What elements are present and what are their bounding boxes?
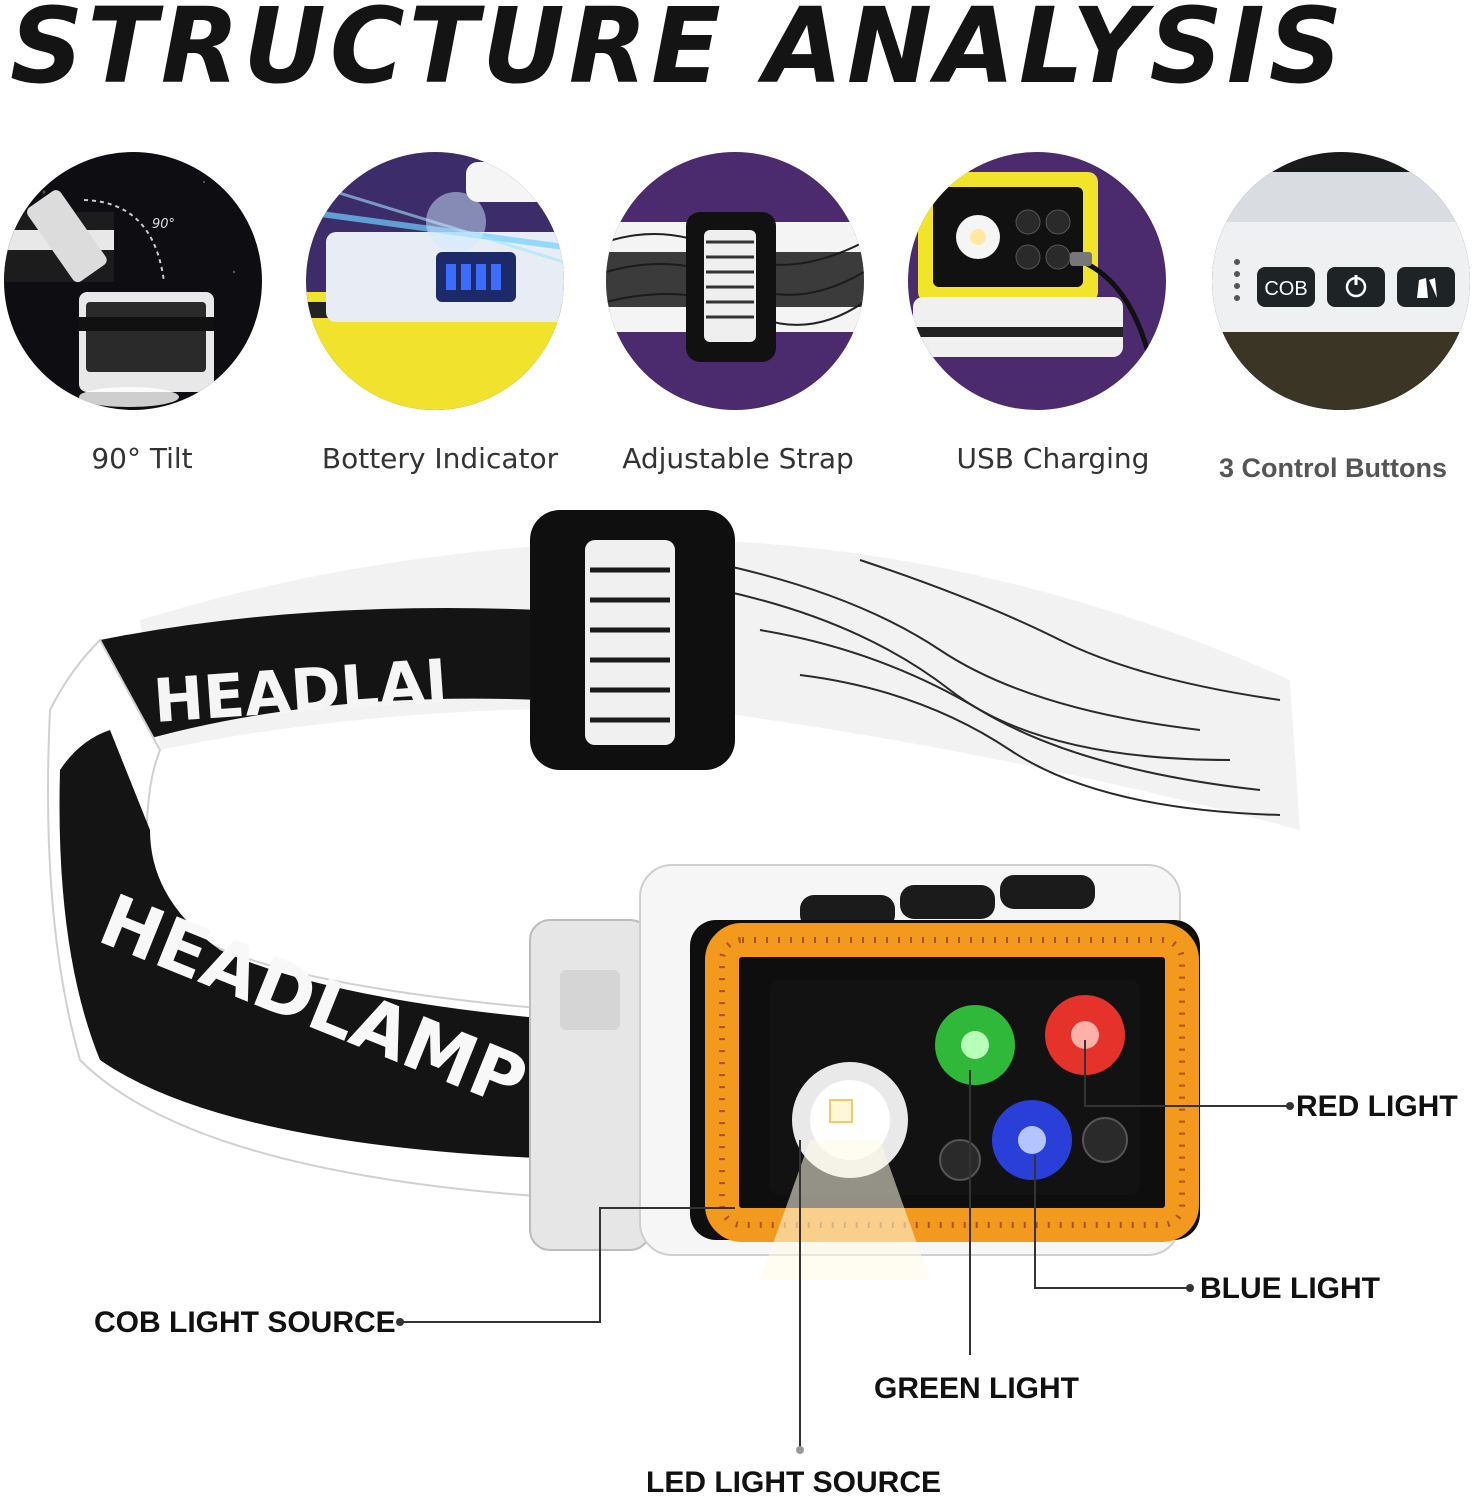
feature-label-buttons: 3 Control Buttons <box>1219 453 1447 483</box>
strap-feature-image <box>606 152 864 410</box>
cob-button-label: COB <box>1264 278 1307 300</box>
red-light-callout: RED LIGHT <box>1296 1090 1458 1123</box>
feature-label-usb: USB Charging <box>956 442 1150 475</box>
battery-feature-image <box>306 152 564 410</box>
feature-label-battery: Bottery Indicator <box>321 442 559 475</box>
headlamp-product-image: HEADLAI HEADLAMP <box>47 510 1300 1280</box>
feature-label-strap: Adjustable Strap <box>622 442 854 475</box>
feature-label-tilt: 90° Tilt <box>91 442 193 475</box>
tilt-feature-image: 90° <box>4 152 262 410</box>
buttons-feature-image: COB <box>1212 152 1470 410</box>
usb-feature-image <box>908 152 1166 410</box>
tilt-angle-label: 90° <box>152 217 175 232</box>
led-light-callout: LED LIGHT SOURCE <box>646 1466 942 1499</box>
green-light-callout: GREEN LIGHT <box>874 1372 1080 1405</box>
blue-light-callout: BLUE LIGHT <box>1200 1272 1380 1305</box>
cob-light-callout: COB LIGHT SOURCE <box>94 1306 396 1339</box>
page-title: STRUCTURE ANALYSIS <box>10 0 1347 107</box>
